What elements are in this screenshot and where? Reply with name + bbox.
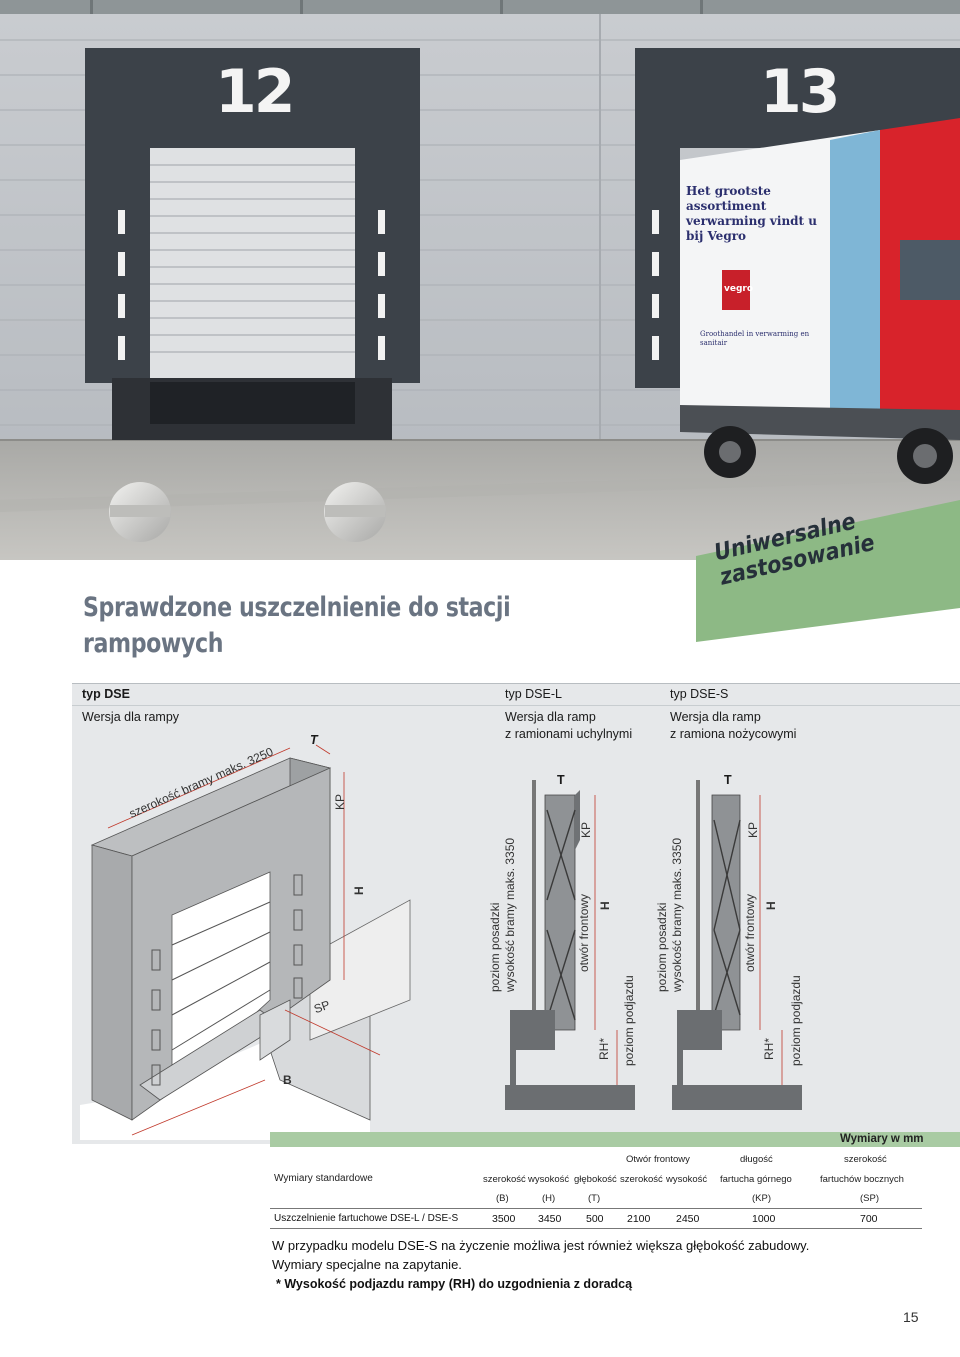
code-1: (H) [542, 1193, 556, 1204]
dse-s-drive-level: poziom podjazdu [789, 975, 803, 1066]
door-number-13: 13 [760, 57, 841, 127]
col2-desc1: Wersja dla ramp [505, 710, 596, 724]
dse-s-height-max: wysokość bramy maks. 3350 [670, 837, 684, 992]
dse-l-RH: RH* [597, 1037, 611, 1060]
dse-drawing [80, 740, 480, 1140]
door-number-12: 12 [215, 57, 296, 127]
page-title: Sprawdzone uszczelnienie do stacji rampo… [83, 590, 575, 662]
loading-dock-illustration [0, 0, 960, 560]
col3-desc1: Wersja dla ramp [670, 710, 761, 724]
value-6: 700 [860, 1213, 878, 1225]
dse-T-label: T [310, 733, 318, 747]
truck-brand: vegro [724, 284, 754, 294]
table-rule-1 [270, 1208, 922, 1209]
group-width: szerokość [844, 1154, 887, 1165]
value-5: 1000 [752, 1213, 776, 1225]
code-5: (KP) [752, 1193, 771, 1204]
dimensions-table: Otwór frontowy długość szerokość Wymiary… [270, 1132, 960, 1232]
note-line2: Wymiary specjalne na zapytanie. [272, 1257, 462, 1272]
panel-top-rule [72, 683, 960, 684]
header-1: wysokość [528, 1174, 570, 1185]
dse-s-profile-svg [672, 780, 802, 1110]
group-length: długość [740, 1154, 773, 1165]
value-1: 3450 [538, 1213, 562, 1225]
loading-dock-photo: 12 13 Het grootste assortiment verwarmin… [0, 0, 960, 560]
header-4: wysokość [666, 1174, 708, 1185]
dse-l-profile-svg [505, 780, 635, 1110]
col2-desc2: z ramionami uchylnymi [505, 727, 633, 741]
col1-desc: Wersja dla rampy [82, 710, 180, 724]
code-2: (T) [588, 1193, 601, 1204]
note-line3: * Wysokość podjazdu rampy (RH) do uzgodn… [276, 1277, 633, 1291]
col3-type: typ DSE-S [670, 687, 729, 701]
dse-l-height-max: wysokość bramy maks. 3350 [503, 837, 517, 992]
green-banner: Uniwersalne zastosowanie [690, 490, 960, 650]
row-label-header: Wymiary standardowe [274, 1173, 373, 1184]
dse-KP-label: KP [333, 793, 347, 810]
col3-desc2: z ramiona nożycowymi [670, 727, 797, 741]
dse-s-KP-label: KP [746, 821, 760, 838]
header-0: szerokość [483, 1174, 526, 1185]
header-3: szerokość [620, 1174, 663, 1185]
page-title-line2: rampowych [83, 628, 224, 659]
dse-H-label: H [352, 886, 366, 895]
page-number: 15 [903, 1309, 919, 1325]
dse-l-floor-level: poziom posadzki [488, 902, 502, 992]
header-5: fartucha górnego [720, 1174, 792, 1185]
dse-s-floor-level: poziom posadzki [655, 902, 669, 992]
dse-s-H-label: H [764, 901, 778, 910]
dse-s-RH: RH* [762, 1037, 776, 1060]
value-0: 3500 [492, 1213, 516, 1225]
dse-B-label: B [283, 1073, 292, 1087]
value-2: 500 [586, 1213, 604, 1225]
green-banner-shape [696, 500, 960, 642]
value-4: 2450 [676, 1213, 700, 1225]
dse-l-drive-level: poziom podjazdu [622, 975, 636, 1066]
value-3: 2100 [627, 1213, 651, 1225]
truck-subtitle: Groothandel in verwarming en sanitair [700, 330, 810, 347]
code-0: (B) [496, 1193, 509, 1204]
code-6: (SP) [860, 1193, 879, 1204]
page-title-line1: Sprawdzone uszczelnienie do stacji [83, 592, 511, 623]
panel-header-rule [72, 705, 960, 706]
dse-l-T-label: T [557, 773, 565, 787]
table-unit: Wymiary w mm [840, 1133, 924, 1145]
dse-s-profile [672, 780, 802, 1110]
header-6: fartuchów bocznych [820, 1174, 904, 1185]
dse-isometric-svg [80, 744, 411, 1140]
row-label: Uszczelnienie fartuchowe DSE-L / DSE-S [274, 1213, 459, 1224]
dse-l-profile [505, 780, 635, 1110]
note-line1: W przypadku modelu DSE-S na życzenie moż… [272, 1238, 810, 1253]
dse-l-H-label: H [598, 901, 612, 910]
table-header-band [270, 1132, 960, 1147]
table-rule-2 [270, 1228, 922, 1229]
header-2: głębokość [574, 1174, 617, 1185]
col1-type: typ DSE [82, 687, 130, 701]
dse-l-front-opening: otwór frontowy [577, 893, 591, 972]
dse-s-front-opening: otwór frontowy [743, 893, 757, 972]
dse-s-T-label: T [724, 773, 732, 787]
col2-type: typ DSE-L [505, 687, 562, 701]
group-opening: Otwór frontowy [626, 1154, 690, 1165]
dse-l-KP-label: KP [579, 821, 593, 838]
truck-slogan: Het grootste assortiment verwarming vind… [686, 184, 817, 243]
